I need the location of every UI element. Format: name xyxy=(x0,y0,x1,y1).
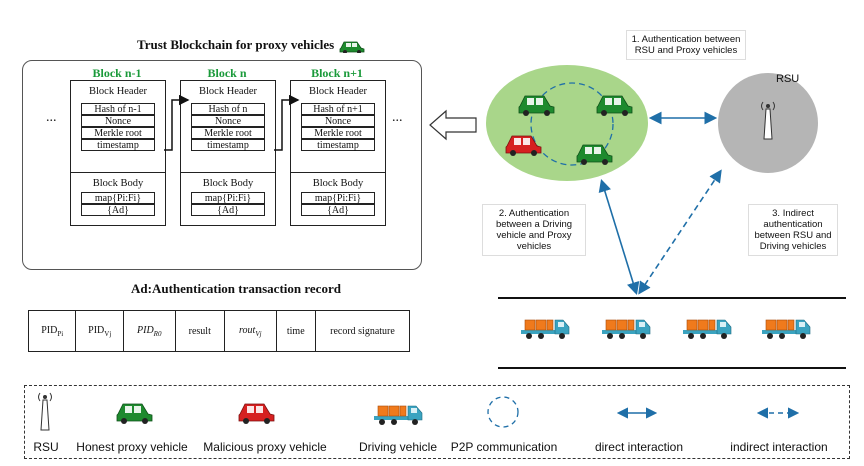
honest-car-icon xyxy=(596,95,633,116)
nonce-row: Nonce xyxy=(191,115,265,127)
legend-driving-label: Driving vehicle xyxy=(358,440,438,454)
step1-note: 1. Authentication between RSU and Proxy … xyxy=(626,30,746,60)
map-row: map{Pi:Fi} xyxy=(301,192,375,204)
merkle-row: Merkle root xyxy=(191,127,265,139)
block-title: Block n+1 xyxy=(311,66,363,80)
legend-box xyxy=(24,385,850,459)
ad-row: {Ad} xyxy=(191,204,265,216)
legend-rsu-label: RSU xyxy=(33,440,59,454)
legend-p2p-icon xyxy=(487,396,519,428)
timestamp-row: timestamp xyxy=(191,139,265,151)
driving-vehicle-icon xyxy=(521,319,570,339)
merkle-row: Merkle root xyxy=(81,127,155,139)
block-body: Block Body map{Pi:Fi} {Ad} xyxy=(70,172,166,226)
map-row: map{Pi:Fi} xyxy=(81,192,155,204)
rsu-label: RSU xyxy=(776,73,800,85)
ellipsis-left: ... xyxy=(46,110,57,125)
indirect-arrow-rsu-driving xyxy=(638,169,722,295)
block-title: Block n-1 xyxy=(92,66,142,80)
block-body: Block Body map{Pi:Fi} {Ad} xyxy=(180,172,276,226)
antenna-icon xyxy=(761,101,775,140)
driving-vehicle-icon xyxy=(683,319,732,339)
rout-cell: routVj xyxy=(224,310,277,352)
step2-note: 2. Authentication between a Driving vehi… xyxy=(482,204,586,256)
block-body-label: Block Body xyxy=(92,178,144,189)
blockchain-title: Trust Blockchain for proxy vehicles xyxy=(137,37,335,52)
block-header: Block Header Hash of n Nonce Merkle root… xyxy=(180,80,276,174)
ad-row: {Ad} xyxy=(301,204,375,216)
record-title: Ad:Authentication transaction record xyxy=(131,281,341,296)
driving-vehicle-icon xyxy=(762,319,811,339)
chain-link-arrow xyxy=(164,94,190,151)
timestamp-row: timestamp xyxy=(81,139,155,151)
legend-malicious-car-icon xyxy=(238,403,275,424)
block-body: Block Body map{Pi:Fi} {Ad} xyxy=(290,172,386,226)
honest-car-icon xyxy=(576,144,613,165)
block-header-label: Block Header xyxy=(88,86,148,97)
nonce-row: Nonce xyxy=(301,115,375,127)
legend-honest-label: Honest proxy vehicle xyxy=(76,440,188,454)
table-row: PIDPi PIDVj PIDR0 result routVj time rec… xyxy=(27,310,411,352)
ad-row: {Ad} xyxy=(81,204,155,216)
map-row: map{Pi:Fi} xyxy=(191,192,265,204)
pid-pi-cell: PIDPi xyxy=(27,310,77,352)
block-body-label: Block Body xyxy=(312,178,364,189)
block-header: Block Header Hash of n-1 Nonce Merkle ro… xyxy=(70,80,166,174)
malicious-car-icon xyxy=(505,135,542,156)
hollow-arrow-icon xyxy=(429,109,477,141)
direct-arrow-proxy-driving xyxy=(598,178,640,296)
hash-row: Hash of n+1 xyxy=(301,103,375,115)
block-header-label: Block Header xyxy=(308,86,368,97)
p2p-ring xyxy=(530,82,614,166)
result-cell: result xyxy=(174,310,226,352)
block-body-label: Block Body xyxy=(202,178,254,189)
hash-row: Hash of n-1 xyxy=(81,103,155,115)
legend-direct-label: direct interaction xyxy=(594,440,684,454)
time-cell: time xyxy=(275,310,316,352)
legend-rsu-icon xyxy=(38,392,52,431)
block-header: Block Header Hash of n+1 Nonce Merkle ro… xyxy=(290,80,386,174)
pid-vj-cell: PIDVj xyxy=(75,310,124,352)
timestamp-row: timestamp xyxy=(301,139,375,151)
honest-car-icon xyxy=(339,41,365,53)
legend-p2p-label: P2P communication xyxy=(450,440,558,454)
record-table: PIDPi PIDVj PIDR0 result routVj time rec… xyxy=(27,310,411,352)
nonce-row: Nonce xyxy=(81,115,155,127)
block-title: Block n xyxy=(207,66,247,80)
record-signature-cell: record signature xyxy=(314,310,411,352)
ellipsis-right: ... xyxy=(392,110,403,125)
legend-honest-car-icon xyxy=(116,403,153,424)
driving-vehicle-icon xyxy=(602,319,651,339)
legend-driving-vehicle-icon xyxy=(374,405,423,425)
block-header-label: Block Header xyxy=(198,86,258,97)
legend-indirect-label: indirect interaction xyxy=(730,440,828,454)
honest-car-icon xyxy=(518,95,555,116)
hash-row: Hash of n xyxy=(191,103,265,115)
legend-malicious-label: Malicious proxy vehicle xyxy=(203,440,327,454)
chain-link-arrow xyxy=(274,94,300,151)
blockchain-panel xyxy=(22,60,422,270)
step3-note: 3. Indirect authentication between RSU a… xyxy=(748,204,838,256)
merkle-row: Merkle root xyxy=(301,127,375,139)
pid-r0-cell: PIDR0 xyxy=(122,310,176,352)
